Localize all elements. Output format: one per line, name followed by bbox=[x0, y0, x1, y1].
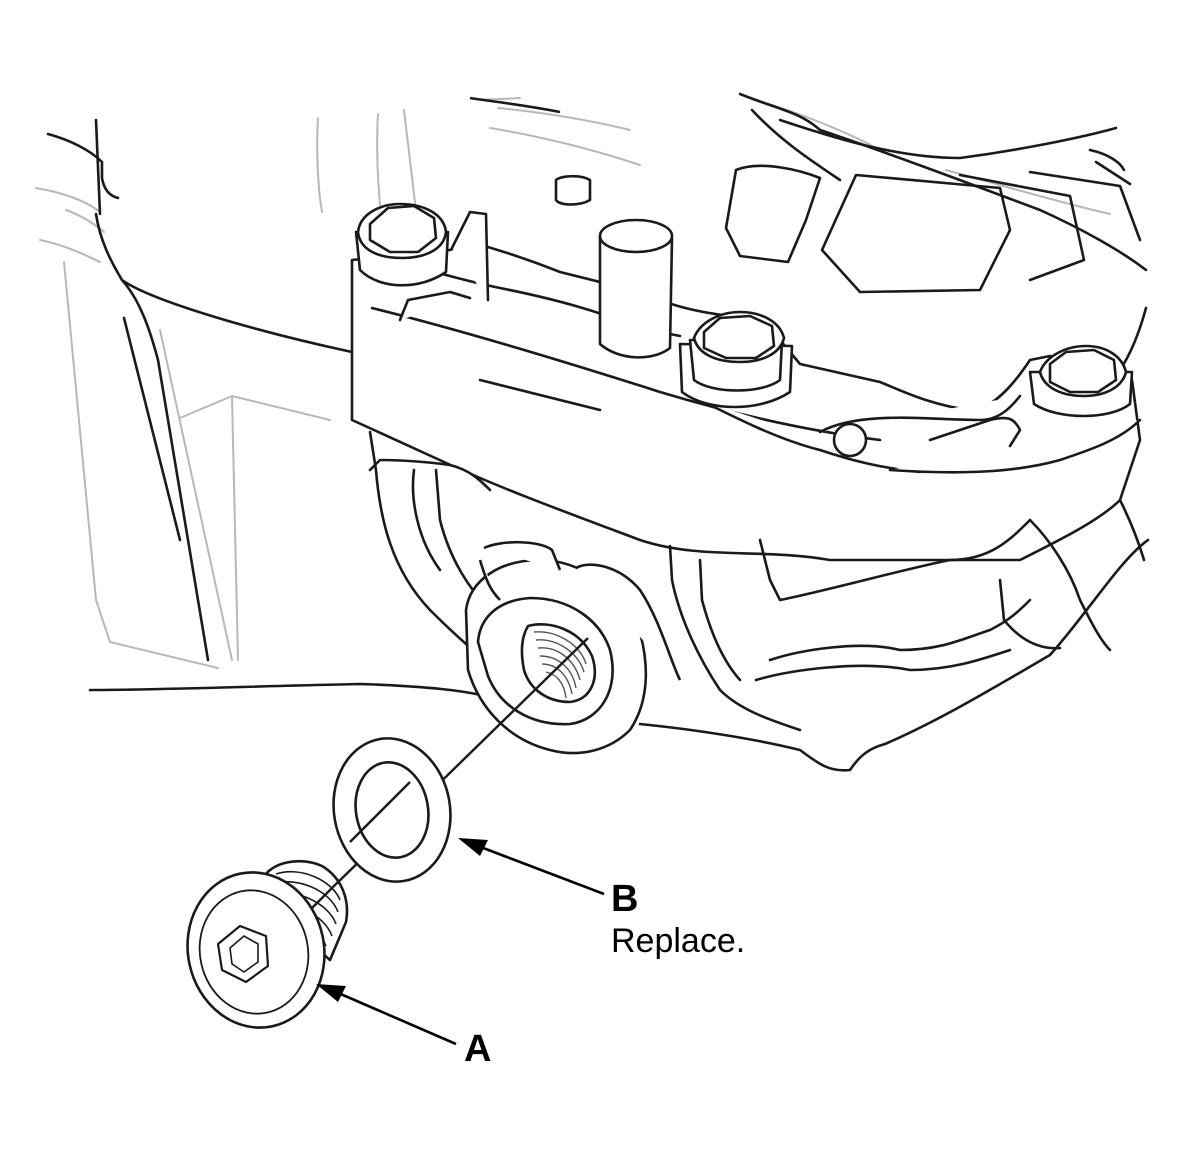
sealing-washer bbox=[332, 737, 452, 883]
drain-plug bbox=[186, 859, 349, 1029]
dowel-post bbox=[469, 96, 674, 359]
callout-b-leader bbox=[458, 838, 605, 896]
lower-channel bbox=[368, 430, 1146, 732]
callout-b-note: Replace. bbox=[611, 922, 746, 960]
bolt-icon bbox=[1028, 344, 1134, 418]
callout-a-leader bbox=[316, 984, 457, 1046]
callout-a-letter: A bbox=[464, 1028, 492, 1070]
bolt-icon bbox=[354, 202, 450, 287]
drain-boss bbox=[464, 540, 682, 755]
bolt-icon bbox=[678, 310, 794, 409]
drain-thread-lines bbox=[533, 631, 587, 699]
callout-b-letter: B bbox=[611, 878, 639, 920]
